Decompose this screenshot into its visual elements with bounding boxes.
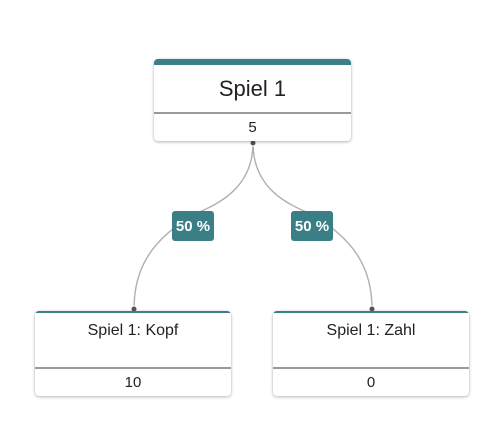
node-title: Spiel 1: Kopf — [87, 322, 179, 339]
node-accent-bar — [154, 59, 351, 65]
probability-badge-zahl[interactable]: 50 % — [291, 211, 333, 241]
node-title: Spiel 1 — [218, 75, 287, 101]
node-title: Spiel 1: Zahl — [326, 322, 416, 339]
node-root[interactable]: Spiel 1 5 — [154, 59, 351, 141]
probability-badge-kopf[interactable]: 50 % — [172, 211, 214, 241]
node-value: 5 — [248, 119, 257, 136]
node-accent-bar — [273, 311, 469, 313]
node-kopf[interactable]: Spiel 1: Kopf 10 — [35, 311, 231, 396]
node-value: 10 — [124, 373, 142, 391]
node-accent-bar — [35, 311, 231, 313]
node-divider — [273, 367, 469, 369]
node-divider — [154, 112, 351, 114]
node-zahl[interactable]: Spiel 1: Zahl 0 — [273, 311, 469, 396]
node-value: 0 — [366, 373, 376, 391]
node-divider — [35, 367, 231, 369]
